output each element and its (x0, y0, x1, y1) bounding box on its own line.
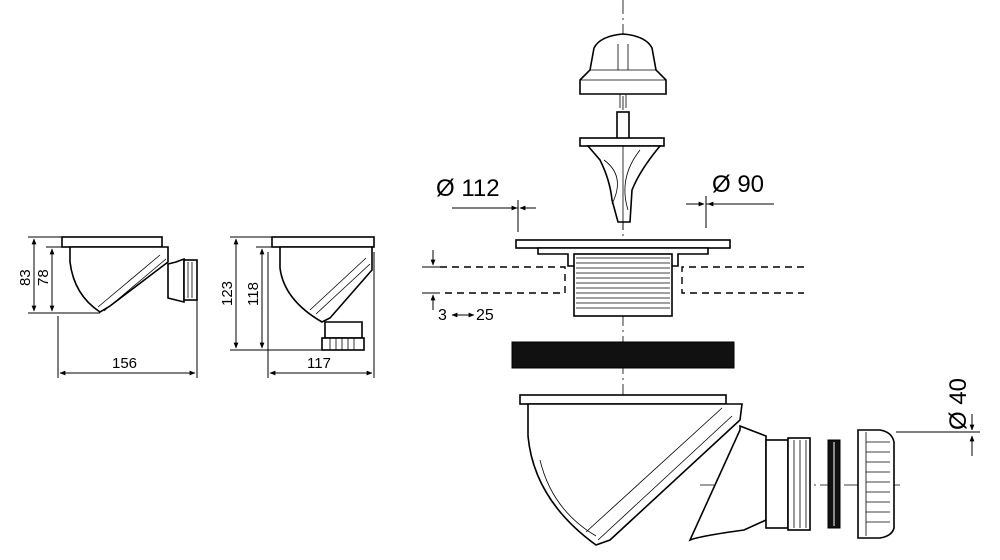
diameter-112-label: Ø 112 (436, 175, 500, 202)
outlet-seal-ring (827, 439, 841, 529)
thickness-max-label: 25 (476, 307, 494, 324)
tray-thickness-dimension: 3 25 (422, 250, 494, 324)
rubber-seal (511, 341, 735, 369)
front-view-dimensions: 123 118 117 (219, 236, 375, 378)
drain-flange-body (515, 239, 731, 317)
trap-body (519, 394, 811, 546)
side-view-dimensions: 83 78 156 (17, 236, 198, 378)
diameter-40-label: Ø 40 (945, 378, 972, 430)
shower-tray-outline (440, 266, 804, 294)
front-height-inner-label: 118 (245, 282, 262, 306)
outlet-nut (857, 429, 895, 539)
diameter-90-label: Ø 90 (712, 171, 764, 198)
diameter-90-dimension: Ø 90 (686, 171, 774, 228)
hair-trap-insert (579, 111, 665, 230)
front-height-outer-label: 123 (219, 281, 236, 306)
side-height-outer-label: 83 (17, 269, 34, 286)
diameter-112-dimension: Ø 112 (436, 175, 536, 232)
side-width-label: 156 (112, 355, 137, 372)
side-height-inner-label: 78 (35, 269, 52, 286)
front-view-drawing (271, 236, 375, 351)
strainer-cap (579, 33, 667, 108)
front-width-label: 117 (307, 355, 331, 372)
side-view-drawing (61, 236, 198, 313)
thickness-min-label: 3 (438, 307, 447, 324)
diameter-40-dimension: Ø 40 (896, 378, 980, 456)
